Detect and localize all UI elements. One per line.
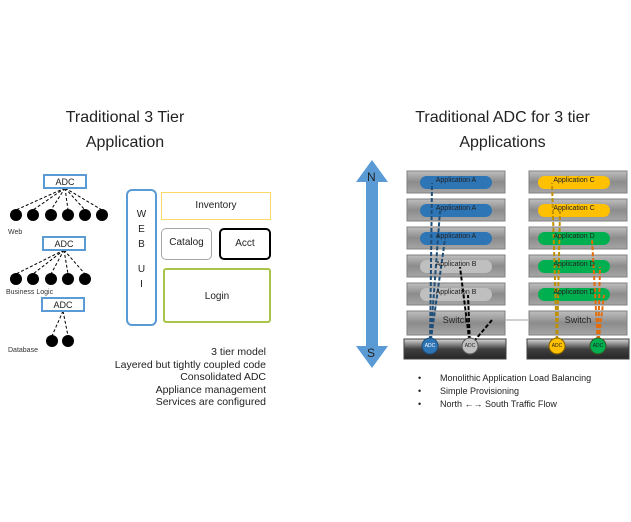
bullet-item: North ←→ South Traffic Flow: [418, 398, 628, 411]
web-ui-box: W E B U I: [126, 189, 157, 326]
rack1-app-label: Application A: [435, 233, 477, 240]
web-node: [96, 209, 108, 221]
note-line: Appliance management: [155, 383, 266, 396]
right-title-line1: Traditional ADC for 3 tier: [415, 109, 590, 126]
web-node: [79, 209, 91, 221]
rack1-adc-label: ADC: [464, 343, 476, 349]
web-ui-letter: E: [138, 224, 145, 235]
rack2-adc-label: ADC: [551, 343, 563, 349]
note-line: Consolidated ADC: [180, 371, 266, 383]
logic-node: [10, 273, 22, 285]
web-ui-letter: U: [137, 264, 146, 275]
tier-label-web: Web: [8, 229, 23, 236]
rack2-app-label: Application D: [553, 233, 595, 240]
rack1-app-label: Application A: [435, 205, 477, 212]
north-south-arrow-icon: [356, 160, 388, 368]
rack2-switch-label: Switch: [564, 315, 592, 325]
db-node: [62, 335, 74, 347]
web-node: [45, 209, 57, 221]
logic-node: [79, 273, 91, 285]
right-bullets: Monolithic Application Load Balancing Si…: [418, 372, 628, 411]
logic-node: [27, 273, 39, 285]
inventory-box: Inventory: [161, 192, 271, 220]
note-line: Services are configured: [155, 396, 266, 408]
web-ui-letter: B: [138, 239, 145, 250]
left-title: Traditional 3 Tier Application: [30, 105, 220, 155]
web-node: [62, 209, 74, 221]
rack1-switch-label: Switch: [442, 315, 470, 325]
adc-box-web: ADC: [43, 174, 87, 189]
left-notes: 3 tier model Layered but tightly coupled…: [100, 346, 266, 409]
bullet-item: Monolithic Application Load Balancing: [418, 372, 628, 385]
catalog-box: Catalog: [161, 228, 212, 260]
note-line: 3 tier model: [211, 346, 266, 358]
bullet-item: Simple Provisioning: [418, 385, 628, 398]
login-box: Login: [163, 268, 271, 323]
left-title-line2: Application: [85, 134, 165, 151]
rack2-adc-label: ADC: [592, 343, 604, 349]
rack1-app-label: Application B: [435, 261, 477, 268]
right-title-line2: Applications: [459, 134, 546, 151]
tier-label-database: Database: [8, 347, 38, 354]
rack1-app-label: Application B: [435, 289, 477, 296]
note-line: Layered but tightly coupled code: [114, 358, 266, 371]
rack2-app-label: Application D: [553, 261, 595, 268]
acct-box: Acct: [219, 228, 271, 260]
right-title: Traditional ADC for 3 tier Applications: [390, 105, 615, 155]
rack1-app-label: Application A: [435, 177, 477, 184]
logic-node: [62, 273, 74, 285]
logic-node: [45, 273, 57, 285]
adc-box-logic: ADC: [42, 236, 86, 251]
rack2-app-label: Application C: [553, 177, 595, 184]
db-node: [46, 335, 58, 347]
rack2-app-label: Application D: [553, 289, 595, 296]
rack2-app-label: Application C: [553, 205, 595, 212]
north-label: N: [367, 170, 376, 184]
left-title-line1: Traditional 3 Tier: [65, 109, 185, 126]
web-node: [27, 209, 39, 221]
rack1-adc-label: ADC: [424, 343, 436, 349]
tier-label-business-logic: Business Logic: [6, 289, 54, 296]
web-node: [10, 209, 22, 221]
adc-box-db: ADC: [41, 297, 85, 312]
web-ui-letter: W: [136, 209, 147, 220]
south-label: S: [367, 346, 376, 360]
web-ui-letter: I: [140, 279, 143, 290]
